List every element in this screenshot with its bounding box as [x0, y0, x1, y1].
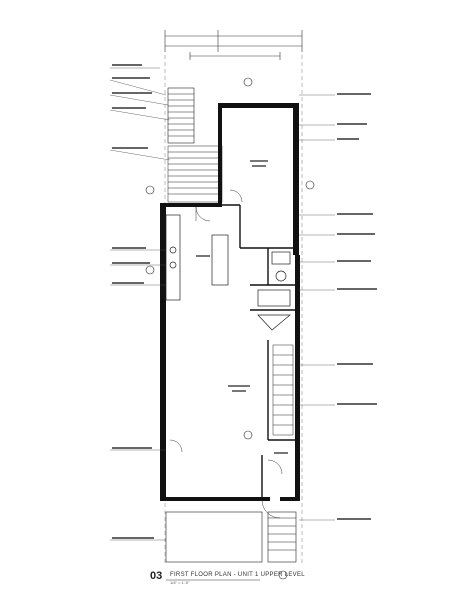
room-tags — [196, 160, 288, 454]
front-porch — [165, 511, 297, 563]
right-annotation-text — [337, 93, 377, 520]
drawing-title: FIRST FLOOR PLAN - UNIT 1 UPPER LEVEL — [170, 572, 305, 578]
exterior-walls — [160, 103, 300, 501]
right-annotation-leaders — [299, 94, 335, 521]
drawing-scale: 1/4" = 1'-0" — [170, 580, 190, 585]
top-dimension-lines — [164, 30, 303, 60]
exterior-stair — [167, 87, 195, 144]
left-annotation-leaders — [109, 67, 171, 541]
drawing-number: 03 — [150, 570, 163, 582]
rear-deck — [167, 145, 223, 203]
left-annotation-text — [112, 64, 154, 539]
door-swings — [169, 189, 283, 519]
kitchen-counters — [165, 214, 229, 301]
interior-stair — [272, 344, 294, 436]
bathroom-fixtures — [257, 251, 291, 331]
section-markers — [145, 77, 315, 580]
interior-walls — [222, 204, 295, 497]
